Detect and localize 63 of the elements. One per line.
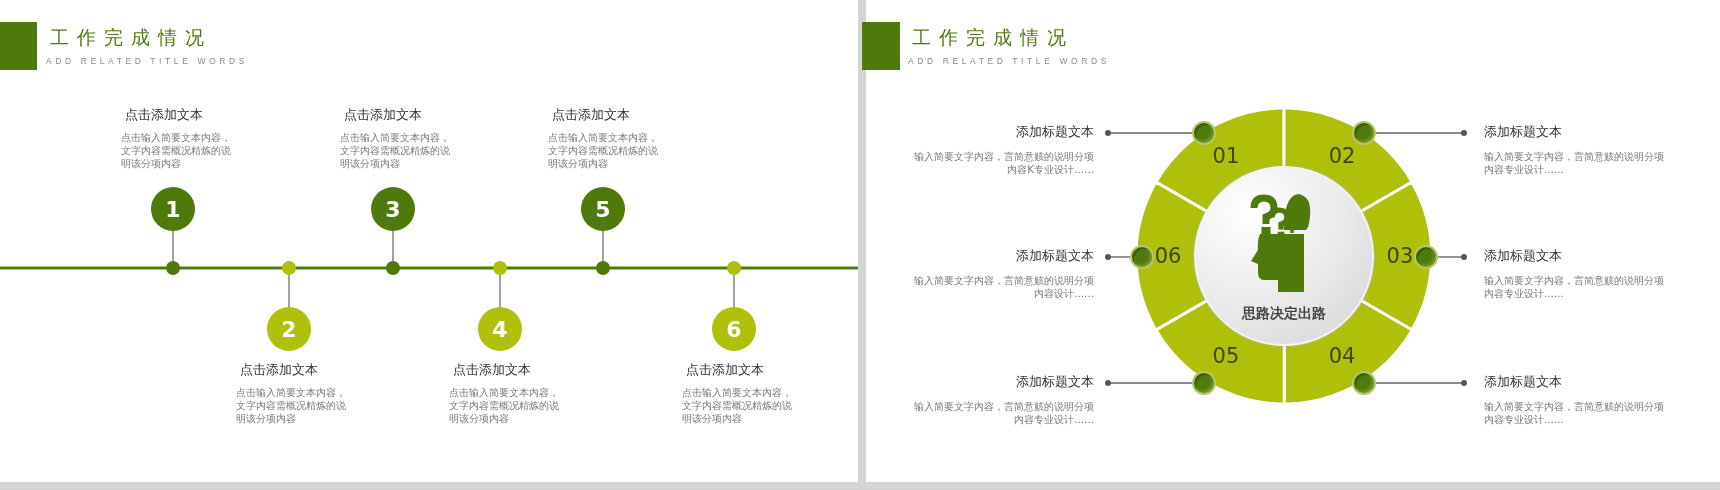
connector-line xyxy=(172,230,174,262)
heading-text: 点击添加文本 xyxy=(344,106,422,124)
heading-text: 添加标题文本 xyxy=(1484,373,1562,391)
body-text: 点击输入简要文本内容，文字内容需概况精炼的说明该分项内容 xyxy=(340,131,451,170)
leader-line xyxy=(1105,380,1193,386)
timeline-dot xyxy=(166,261,180,275)
connector-line xyxy=(499,274,501,308)
leader-line xyxy=(1105,130,1193,136)
knob xyxy=(1130,245,1154,269)
leader-line xyxy=(1375,380,1467,386)
heading-text: 点击添加文本 xyxy=(125,106,203,124)
number-circle: 1 xyxy=(151,187,195,231)
leader-line xyxy=(1105,254,1131,260)
connector-line xyxy=(288,274,290,308)
number-circle: 2 xyxy=(267,307,311,351)
body-text: 输入简要文字内容，言简意赅的说明分项内容专业设计...... xyxy=(913,400,1094,426)
body-text: 点击输入简要文本内容，文字内容需概况精炼的说明该分项内容 xyxy=(548,131,659,170)
segment-number: 05 xyxy=(1212,344,1240,369)
timeline-dot xyxy=(493,261,507,275)
knob xyxy=(1192,371,1216,395)
heading-text: 点击添加文本 xyxy=(453,361,531,379)
body-text: 点击输入简要文本内容，文字内容需概况精炼的说明该分项内容 xyxy=(121,131,232,170)
slide-title: 工作完成情况 xyxy=(50,25,212,50)
number-circle: 6 xyxy=(712,307,756,351)
body-text: 输入简要文字内容，言简意赅的说明分项内容专业设计...... xyxy=(1484,150,1664,176)
connector-line xyxy=(733,274,735,308)
segment-number: 03 xyxy=(1386,244,1414,268)
heading-text: 点击添加文本 xyxy=(686,361,764,379)
body-text: 输入简要文字内容，言简意赅的说明分项内容设计...... xyxy=(913,274,1094,300)
body-text: 点击输入简要文本内容，文字内容需概况精炼的说明该分项内容 xyxy=(682,386,793,425)
connector-line xyxy=(602,230,604,262)
slide-subtitle: ADD RELATED TITLE WORDS xyxy=(908,55,1110,67)
timeline-dot xyxy=(596,261,610,275)
knob xyxy=(1414,245,1438,269)
timeline-dot xyxy=(386,261,400,275)
connector-line xyxy=(392,230,394,262)
slide-title: 工作完成情况 xyxy=(912,25,1074,50)
body-text: 点击输入简要文本内容，文字内容需概况精炼的说明该分项内容 xyxy=(449,386,560,425)
body-text: 点击输入简要文本内容，文字内容需概况精炼的说明该分项内容 xyxy=(236,386,347,425)
heading-text: 添加标题文本 xyxy=(1016,373,1094,391)
slide-subtitle: ADD RELATED TITLE WORDS xyxy=(46,55,248,67)
leader-line xyxy=(1437,254,1467,260)
heading-text: 点击添加文本 xyxy=(552,106,630,124)
segment-number: 01 xyxy=(1212,143,1240,168)
body-text: 输入简要文字内容，言简意赅的说明分项内容专业设计...... xyxy=(1484,400,1664,426)
heading-text: 添加标题文本 xyxy=(1016,247,1094,265)
heading-text: 添加标题文本 xyxy=(1484,247,1562,265)
body-text: 输入简要文字内容，言简意赅的说明分项内容K专业设计...... xyxy=(913,150,1094,176)
segment-number: 06 xyxy=(1154,244,1182,268)
segment-number: 02 xyxy=(1328,143,1356,168)
heading-text: 添加标题文本 xyxy=(1016,123,1094,141)
center-text: 思路决定出路 xyxy=(1240,304,1327,322)
number-circle: 3 xyxy=(371,187,415,231)
number-circle: 5 xyxy=(581,187,625,231)
timeline-dot xyxy=(727,261,741,275)
body-text: 输入简要文字内容，言简意赅的说明分项内容专业设计...... xyxy=(1484,274,1664,300)
heading-text: 点击添加文本 xyxy=(240,361,318,379)
segment-number: 04 xyxy=(1328,344,1356,369)
number-circle: 4 xyxy=(478,307,522,351)
timeline-dot xyxy=(282,261,296,275)
leader-line xyxy=(1375,130,1467,136)
heading-text: 添加标题文本 xyxy=(1484,123,1562,141)
knob xyxy=(1352,371,1376,395)
